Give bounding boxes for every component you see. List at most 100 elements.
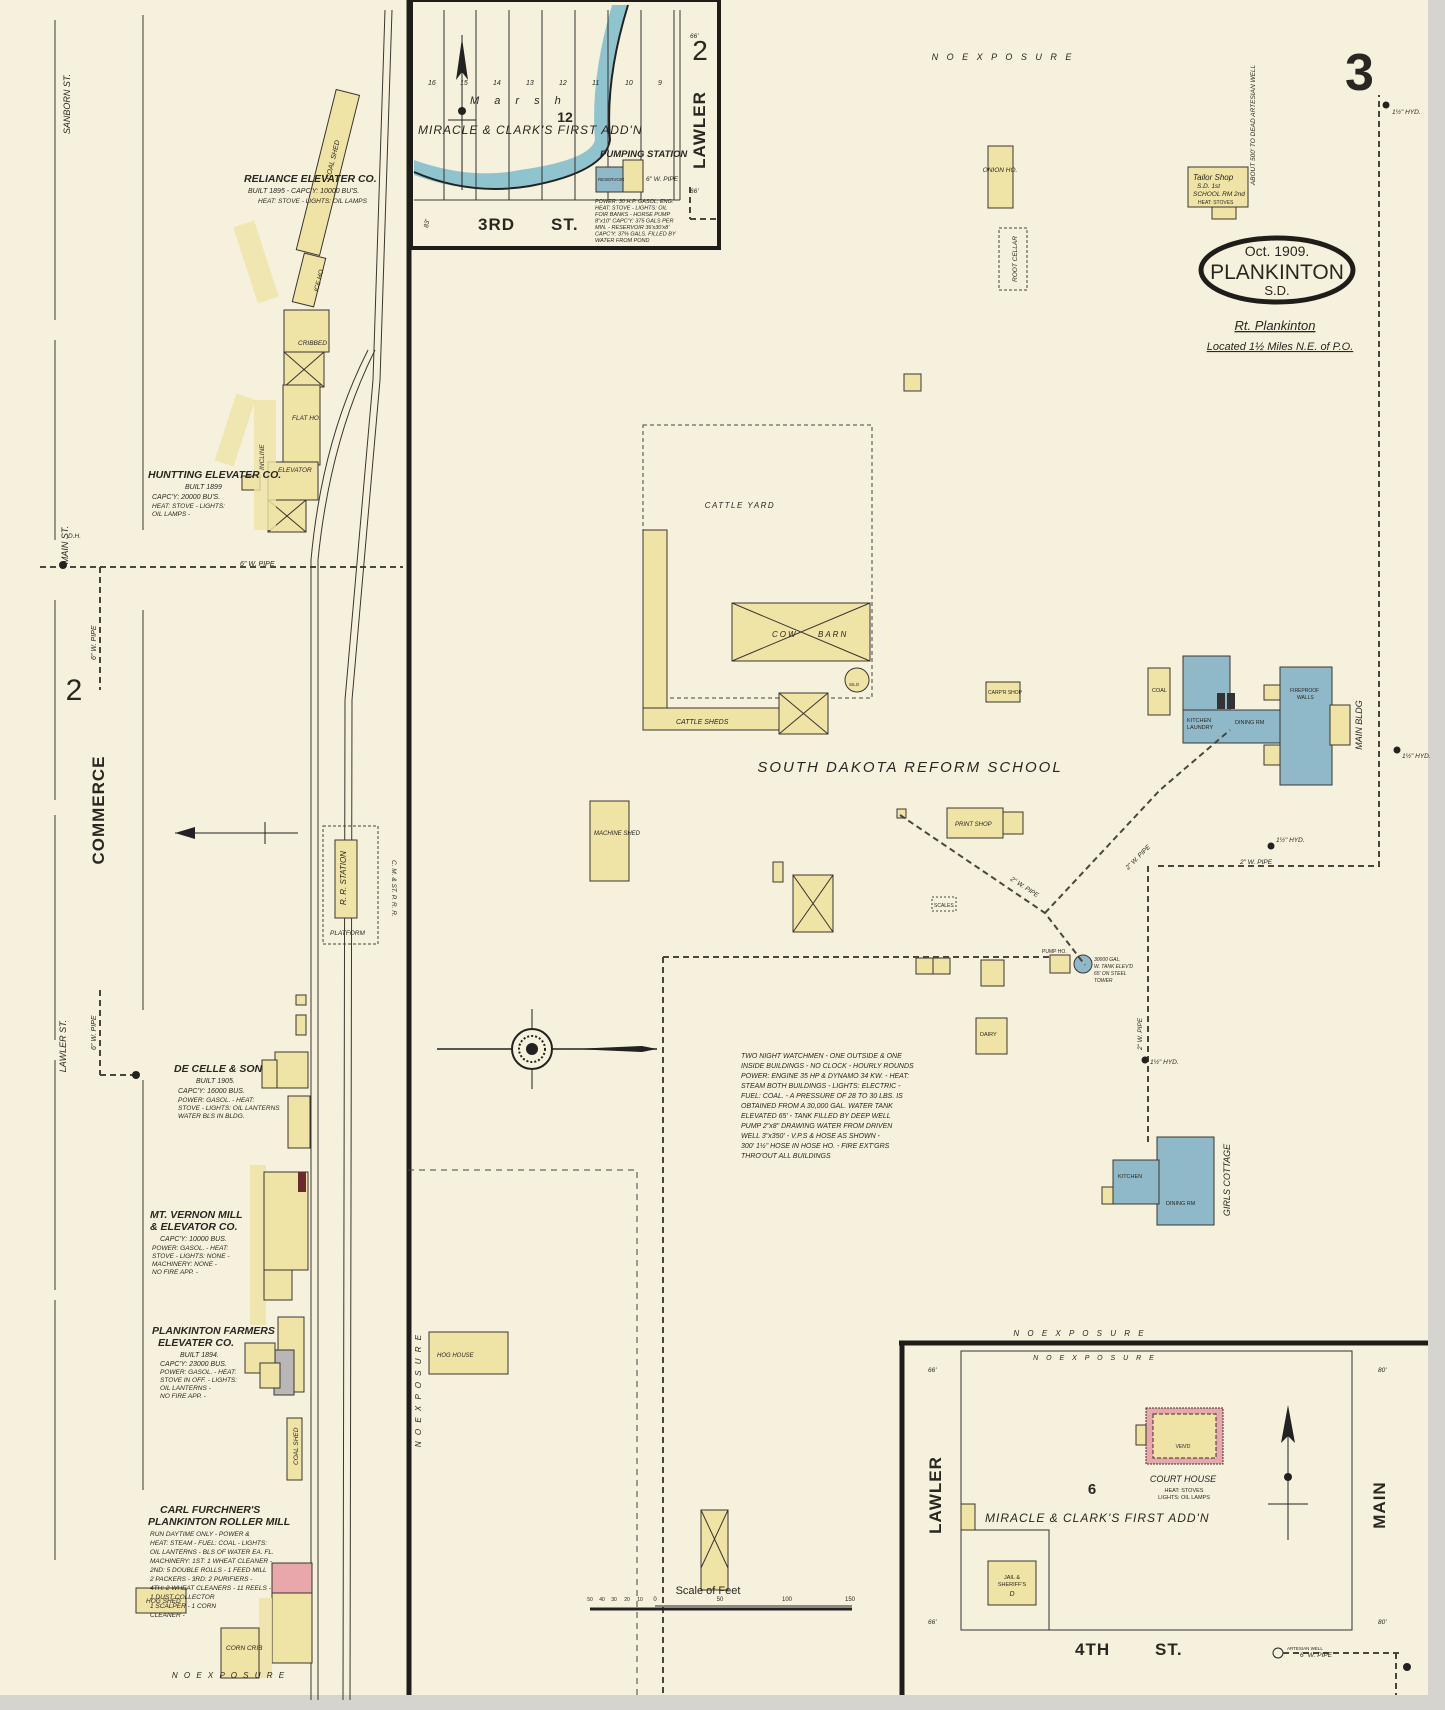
farmers-elevator-name-2: ELEVATER CO. [158,1337,234,1349]
sheet-date: Oct. 1909. [1245,243,1310,259]
coal-shed-2-label: COAL SHED [293,1427,300,1465]
school-note-line: ELEVATED 65' - TANK FILLED BY DEEP WELL [741,1113,891,1120]
reliance-elevator [233,88,361,388]
roller-mill-note-line: MACHINERY: 1ST: 1 WHEAT CLEANER - [150,1558,273,1565]
reliance-detail-1: BUILT 1895 - CAPC'Y: 10000 BU'S. [248,188,359,195]
mt-vernon-detail-3: STOVE - LIGHTS: NONE - [152,1253,230,1260]
street-lawler-bottom: LAWLER [926,1456,945,1534]
dim-80-a: 80' [1378,1367,1387,1374]
huntting-elevator-name: HUNTTING ELEVATER CO. [148,469,281,481]
court-house-label: COURT HOUSE [1150,1474,1217,1484]
dim-66-top: 66' [690,33,699,40]
roller-mill-note-line: 1 SCALPER - 1 CORN [150,1603,216,1610]
reliance-elevator-name: RELIANCE ELEVATER CO. [244,173,377,185]
school-note-line: FUEL: COAL. - A PRESSURE OF 28 TO 30 LBS… [741,1093,903,1100]
pumping-station-label: PUMPING STATION [600,149,688,160]
farmers-detail-1: BUILT 1894. [180,1352,219,1359]
huntting-detail-3: HEAT: STOVE - LIGHTS: [152,503,225,510]
roller-mill-note-line: 2ND: 5 DOUBLE ROLLS - 1 FEED MILL [149,1567,267,1574]
lot-number: 13 [526,80,534,87]
school-note-line: PUMP 2"x8" DRAWING WATER FROM DRIVEN [741,1123,893,1130]
inset-pipe-label: 6" W. PIPE [646,176,679,183]
top-inset-block: 12 [557,109,573,125]
pipe-label-vertical-2: 6" W. PIPE [91,1015,98,1050]
roller-mill-note-line: OIL LANTERNS - BLS OF WATER EA. FL. [150,1549,274,1556]
dairy-label: DAIRY [980,1032,997,1038]
de-celle-elevator [261,994,311,1149]
roller-mill-name: CARL FURCHNER'S [160,1504,260,1516]
platform-label: PLATFORM [330,930,365,937]
farmers-elevator-name: PLANKINTON FARMERS [152,1325,275,1337]
no-exposure-vertical: N O E X P O S U R E [414,1333,423,1447]
bottom-inset-block: 6 [1088,1481,1096,1498]
hydrant-label-mid: 1½" HYD. [1276,836,1305,844]
scale-tick-label: 0 [653,1597,657,1603]
pipe-label-vertical: 6" W. PIPE [91,625,98,660]
school-note-line: 300' 1½" HOSE IN HOSE HO. - FIRE EXT'GRS [741,1142,890,1150]
silo-label: SILO [849,682,860,687]
cattle-yard-label: CATTLE YARD [705,501,775,510]
street-commerce: COMMERCE [89,755,108,864]
school-note-line: TWO NIGHT WATCHMEN - ONE OUTSIDE & ONE [741,1053,902,1060]
farmers-detail-6: NO FIRE APP. - [160,1393,207,1400]
tailor-shop-label-4: HEAT: STOVES [1198,200,1234,206]
pumping-station-note-line: POWER: 30 H.P. GASOL. ENG. [595,199,673,205]
pipe-label-main: 6" W. PIPE [240,561,275,568]
scale-tick-label: 40 [599,1597,605,1603]
school-note-line: OBTAINED FROM A 30,000 GAL. WATER TANK [741,1103,893,1110]
school-note-line: WELL 3"x350' - V.P.S & HOSE AS SHOWN - [741,1133,881,1140]
farmers-detail-4: STOVE IN OFF. - LIGHTS: [160,1377,237,1384]
dining-room-label: DINING RM [1235,720,1265,726]
scales-label: SCALES [934,903,954,909]
roller-mill-name-2: PLANKINTON ROLLER MILL [148,1516,290,1528]
title-cartouche: Oct. 1909. PLANKINTON S.D. [1198,235,1356,305]
artesian-well-label: ARTESIAN WELL [1287,1646,1323,1651]
water-tank-note-line: TOWER [1094,978,1113,984]
lot-number: 9 [658,80,662,87]
lot-number: 10 [625,80,633,87]
location-note: Located 1½ Miles N.E. of P.O. [1207,341,1354,353]
print-shop-label: PRINT SHOP [955,822,992,828]
street-main: MAIN ST. [60,526,70,564]
school-pipe-label-4: 2" W. PIPE [1137,1017,1144,1051]
de-celle-name: DE CELLE & SON [174,1063,263,1075]
girls-cottage-label: GIRLS COTTAGE [1222,1143,1232,1216]
marsh-label: M a r s h [470,95,567,107]
roller-mill-note-line: 1 DUST COLLECTOR [150,1594,215,1601]
flat-house-label: FLAT HO. [292,415,321,422]
scale-tick-label: 20 [624,1597,630,1603]
onion-house-label: ONION HO. [983,167,1018,174]
bottom-inset-addition: MIRACLE & CLARK'S FIRST ADD'N [985,1511,1210,1525]
hydrant-label-right: 1½" HYD. [1402,752,1431,760]
hydrant-label-top: 1½" HYD. [1392,108,1421,116]
street-sanborn: SANBORN ST. [62,74,72,134]
tailor-shop-label-2: S.D. 1st [1197,183,1221,190]
state-name: S.D. [1264,283,1289,298]
kitchen-laundry-label-2: LAUNDRY [1187,725,1214,731]
cribbed-label: CRIBBED [298,340,327,347]
girls-kitchen-label: KITCHEN [1118,1174,1142,1180]
school-pipe-label-3: 2" W. PIPE [1239,859,1273,866]
street-third-b: ST. [551,215,579,234]
roller-mill-note-line: 4TH: 2 WHEAT CLEANERS - 11 REELS - [150,1585,272,1592]
lot-number: 12 [559,80,567,87]
roller-mill-note-line: 2 PACKERS - 3RD: 2 PURIFIERS - [149,1576,253,1583]
top-inset-addition: MIRACLE & CLARK'S FIRST ADD'N [418,123,643,137]
fireproof-walls-label-1: FIREPROOF [1290,688,1319,694]
bottom-inset [899,1340,1428,1695]
lot-number: 14 [493,80,501,87]
roller-mill [135,1417,313,1679]
hog-house-label: HOG HOUSE [437,1353,475,1359]
north-arrow-left [175,822,298,844]
hydrant-label-low: 1½" HYD. [1150,1058,1179,1066]
dh-label: D.H. [68,533,81,540]
main-building-label: MAIN BLDG [1354,700,1364,750]
location-title: Rt. Plankinton [1235,318,1316,333]
kitchen-laundry-label-1: KITCHEN [1187,718,1211,724]
town-name: PLANKINTON [1210,261,1344,284]
jail-label-3: D [1009,1591,1014,1598]
tailor-shop-label-1: Tailor Shop [1193,173,1234,182]
lot-number: 11 [592,80,599,87]
pumping-station-note-line: MIN. - RESERVOIR 36'x30'x8' [595,225,670,231]
pumping-station-notes: POWER: 30 H.P. GASOL. ENG.HEAT: STOVE - … [595,199,676,244]
